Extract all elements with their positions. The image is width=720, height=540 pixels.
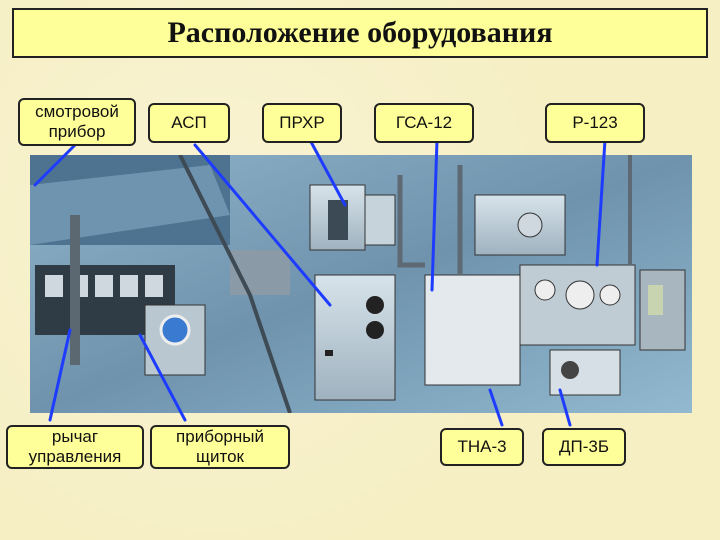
- label-dp3b: ДП-3Б: [542, 428, 626, 466]
- label-tna3: ТНА-3: [440, 428, 524, 466]
- label-prhr: ПРХР: [262, 103, 342, 143]
- label-asp: АСП: [148, 103, 230, 143]
- label-lever: рычаг управления: [6, 425, 144, 469]
- equipment-photo: [30, 155, 692, 413]
- label-panel: приборный щиток: [150, 425, 290, 469]
- page-title: Расположение оборудования: [167, 16, 553, 49]
- title-banner: Расположение оборудования: [12, 8, 708, 58]
- label-r123: Р-123: [545, 103, 645, 143]
- label-gsa12: ГСА-12: [374, 103, 474, 143]
- label-viewer: смотровой прибор: [18, 98, 136, 146]
